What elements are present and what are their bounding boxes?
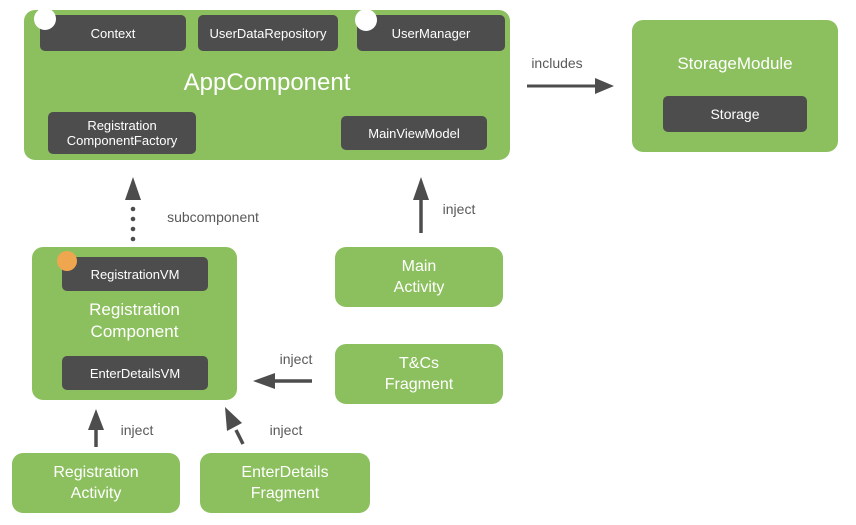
- storage-module-title: StorageModule: [677, 54, 793, 73]
- chip-registration-component-factory: Registration ComponentFactory: [48, 112, 196, 154]
- includes-label: includes: [531, 55, 583, 71]
- inject-tcs-fragment-label: inject: [279, 351, 313, 367]
- singleton-scope-icon: [34, 8, 56, 30]
- chip-usermanager: UserManager: [357, 15, 505, 51]
- subcomponent-arrow: [125, 177, 141, 242]
- inject-tcs-fragment-arrow: [253, 373, 312, 389]
- chip-enterdetailsvm: EnterDetailsVM: [62, 356, 208, 390]
- chip-userdatarepository: UserDataRepository: [198, 15, 338, 51]
- inject-registration-activity-label: inject: [120, 422, 154, 438]
- app-component-title: AppComponent: [183, 69, 351, 96]
- enterdetails-fragment-box: EnterDetails Fragment: [200, 453, 370, 513]
- inject-enterdetails-fragment-label: inject: [269, 422, 303, 438]
- singleton-scope-icon: [355, 9, 377, 31]
- chip-storage: Storage: [663, 96, 807, 132]
- registration-activity-box: Registration Activity: [12, 453, 180, 513]
- includes-arrow: [527, 78, 614, 94]
- chip-context: Context: [40, 15, 186, 51]
- subcomponent-label: subcomponent: [167, 209, 259, 225]
- inject-main-activity-label: inject: [442, 201, 476, 217]
- tcs-fragment-box: T&Cs Fragment: [335, 344, 503, 404]
- registration-component-title: Registration Component: [89, 300, 180, 341]
- chip-registrationvm: RegistrationVM: [62, 257, 208, 291]
- app-component-box: AppComponent Context UserDataRepository …: [24, 10, 510, 160]
- activity-scope-icon: [57, 251, 77, 271]
- chip-mainviewmodel: MainViewModel: [341, 116, 487, 150]
- storage-module-box: StorageModule Storage: [632, 20, 838, 152]
- registration-component-box: RegistrationVM Registration Component En…: [32, 247, 237, 400]
- main-activity-box: Main Activity: [335, 247, 503, 307]
